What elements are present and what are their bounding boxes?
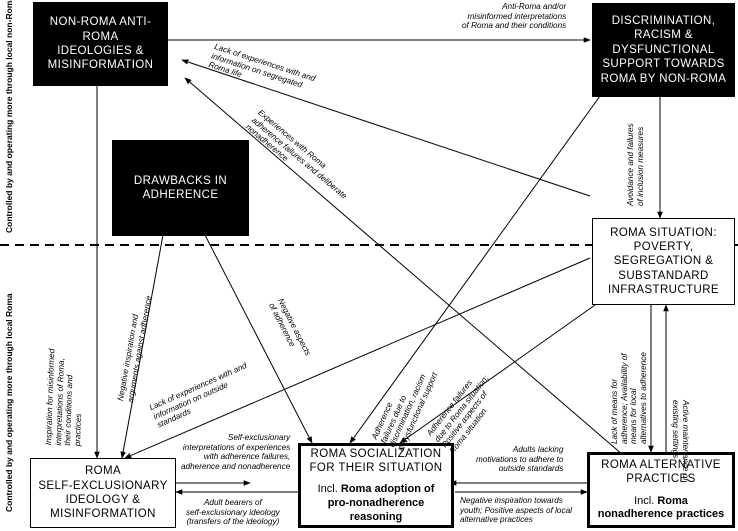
alternative-incl: Incl. [634,494,655,507]
box-roma-situation-title: ROMA SITUATION: POVERTY, SEGREGATION & S… [607,226,719,297]
alternative-bold: Roma nonadherence practices [597,494,725,521]
label-avoidance: Avoidance and failures of inclusion meas… [626,123,645,206]
side-label-non-roma: Controlled by and operating more through… [4,0,14,233]
box-discrimination-title: DISCRIMINATION, RACISM & DYSFUNCTIONAL S… [600,15,727,85]
box-alternative-title: ROMA ALTERNATIVE PRACTICES [601,458,721,486]
box-self-exclusionary-title: ROMA SELF-EXCLUSIONARY IDEOLOGY & MISINF… [38,465,168,521]
box-roma-situation: ROMA SITUATION: POVERTY, SEGREGATION & S… [592,218,735,305]
arrow-drawbacks-to-socialization [204,234,313,444]
arrow-discrimination-to-socialization [349,95,601,444]
arrow-drawbacks-to-selfexcl [120,234,164,459]
box-drawbacks: DRAWBACKS IN ADHERENCE [112,140,249,236]
socialization-bold: Roma adoption of pro-nonadherence reason… [327,483,435,523]
label-negative-youth: Negative inspiration towards youth; Posi… [460,496,572,525]
box-non-roma-title: NON-ROMA ANTI-ROMA IDEOLOGIES & MISINFOR… [47,16,154,72]
box-roma-alternative: ROMA ALTERNATIVE PRACTICES Incl. Roma no… [587,452,735,528]
side-label-roma: Controlled by and operating more through… [4,293,14,512]
arrow-situation-to-socialization [399,304,596,444]
arrow-situation-to-selfexcl [124,257,591,459]
label-adult-bearers: Adult bearers of self-exclusionary ideol… [186,498,280,527]
box-self-exclusionary: ROMA SELF-EXCLUSIONARY IDEOLOGY & MISINF… [30,458,176,528]
label-adults-lacking: Adults lacking motivations to adhere to … [476,445,564,474]
box-roma-socialization: ROMA SOCIALIZATION FOR THEIR SITUATION I… [298,443,454,528]
arrow-alternative-to-nonroma [184,77,624,456]
box-socialization-subtitle: Incl. Roma adoption of pro-nonadherence … [318,483,435,524]
label-self-exclusionary-interp: Self-exclusionary interpretations of exp… [181,433,291,472]
box-non-roma-ideologies: NON-ROMA ANTI-ROMA IDEOLOGIES & MISINFOR… [33,2,168,86]
label-anti-roma: Anti-Roma and/or misinformed interpretat… [462,2,567,31]
label-active-maintenance: Active maintenance of existing settings [671,400,690,481]
box-drawbacks-title: DRAWBACKS IN ADHERENCE [133,174,228,201]
box-alternative-subtitle: Incl. Roma nonadherence practices [598,495,725,523]
socialization-incl: Incl. [317,483,338,496]
box-discrimination: DISCRIMINATION, RACISM & DYSFUNCTIONAL S… [592,3,735,97]
label-lack-means: Lack of means for adherence; Availabilit… [610,352,649,444]
box-socialization-title: ROMA SOCIALIZATION FOR THEIR SITUATION [309,447,443,474]
label-inspiration-misinformed: Inspiration for misinformed interpretati… [44,348,84,447]
arrow-situation-to-nonroma [181,59,591,197]
